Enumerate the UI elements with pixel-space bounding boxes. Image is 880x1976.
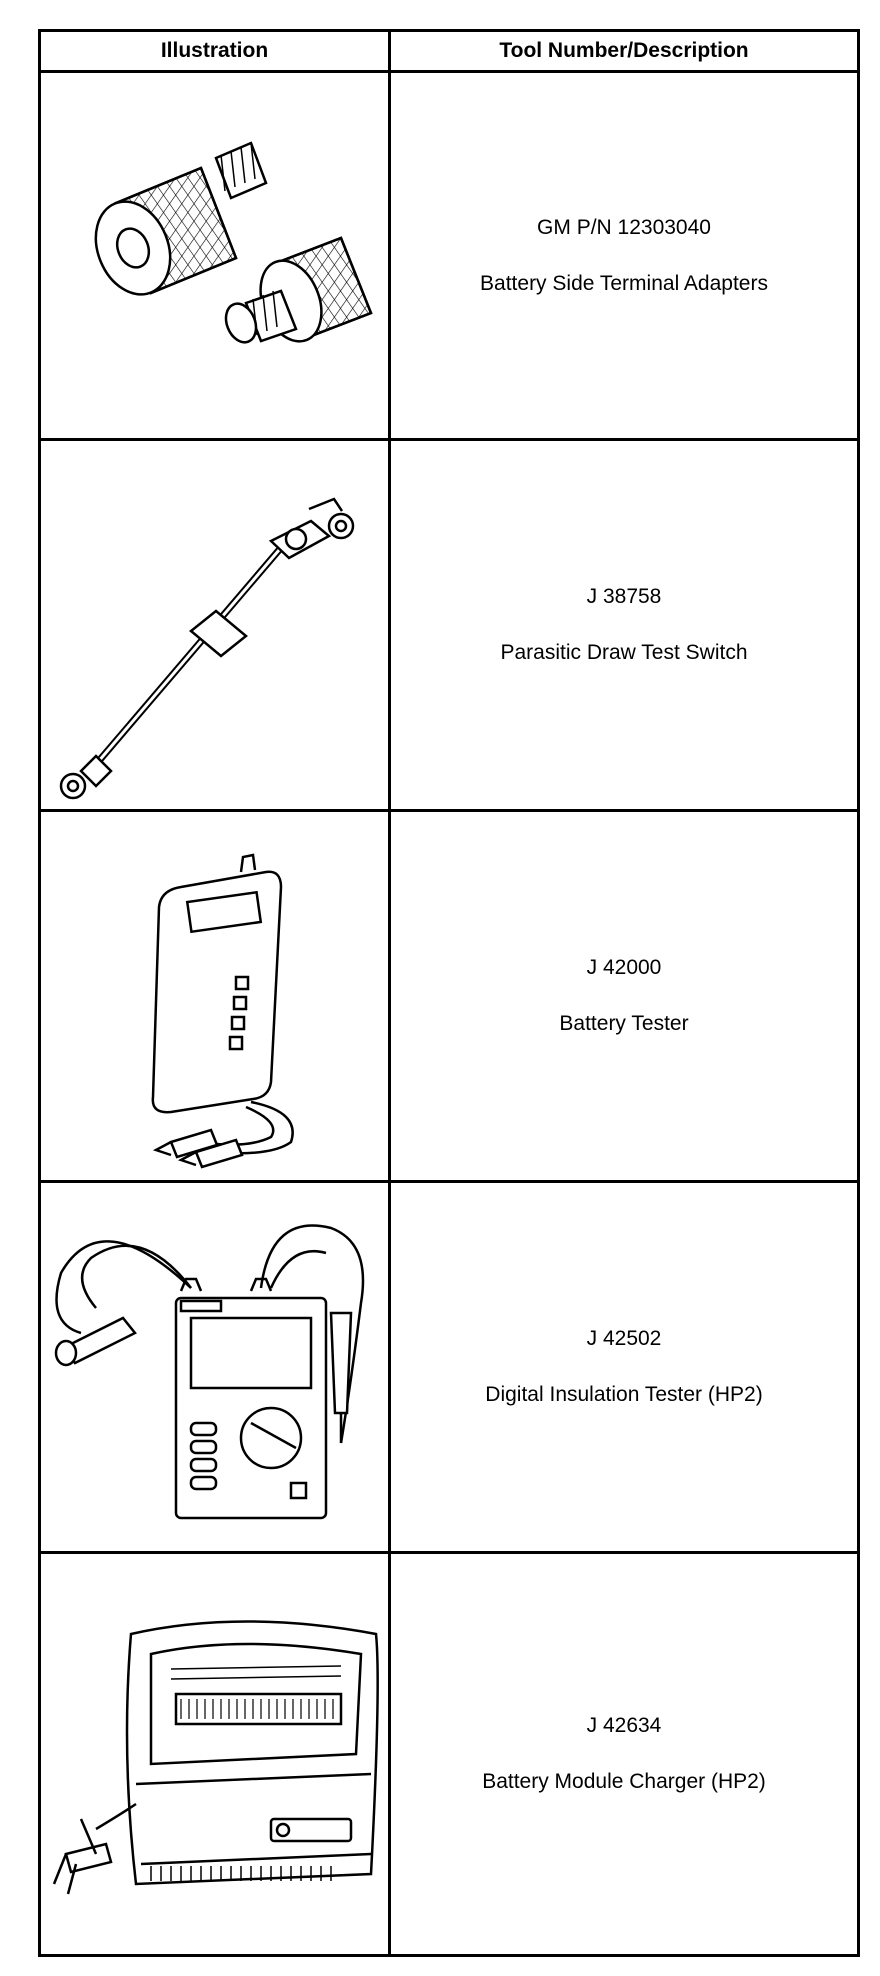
insulation-tester-drawing: [41, 1183, 388, 1551]
test-switch-drawing: [41, 441, 388, 809]
table-row: J 38758 Parasitic Draw Test Switch: [41, 441, 857, 812]
table-row: J 42000 Battery Tester: [41, 812, 857, 1183]
tool-number: J 42502: [586, 1327, 662, 1350]
column-divider: [388, 32, 391, 1954]
table-row: J 42634 Battery Module Charger (HP2): [41, 1554, 857, 1954]
tool-description: Battery Module Charger (HP2): [482, 1770, 766, 1793]
table-header: Illustration Tool Number/Description: [41, 32, 857, 73]
table-row: GM P/N 12303040 Battery Side Terminal Ad…: [41, 73, 857, 441]
tool-number: J 42000: [586, 956, 662, 979]
battery-tester-drawing: [41, 812, 388, 1180]
tool-description: Battery Tester: [559, 1012, 689, 1035]
table-row: J 42502 Digital Insulation Tester (HP2): [41, 1183, 857, 1554]
terminal-adapters-drawing: [41, 73, 388, 438]
tool-number: J 42634: [586, 1714, 662, 1737]
tool-description: Parasitic Draw Test Switch: [500, 641, 748, 664]
tool-number: GM P/N 12303040: [537, 215, 711, 239]
special-tools-table: Illustration Tool Number/Description: [38, 29, 860, 1957]
header-tool-description: Tool Number/Description: [499, 39, 749, 62]
header-illustration: Illustration: [160, 39, 269, 62]
tool-description: Battery Side Terminal Adapters: [480, 271, 768, 295]
tool-description: Digital Insulation Tester (HP2): [485, 1383, 763, 1406]
tool-number: J 38758: [586, 585, 662, 608]
module-charger-drawing: [41, 1554, 388, 1954]
